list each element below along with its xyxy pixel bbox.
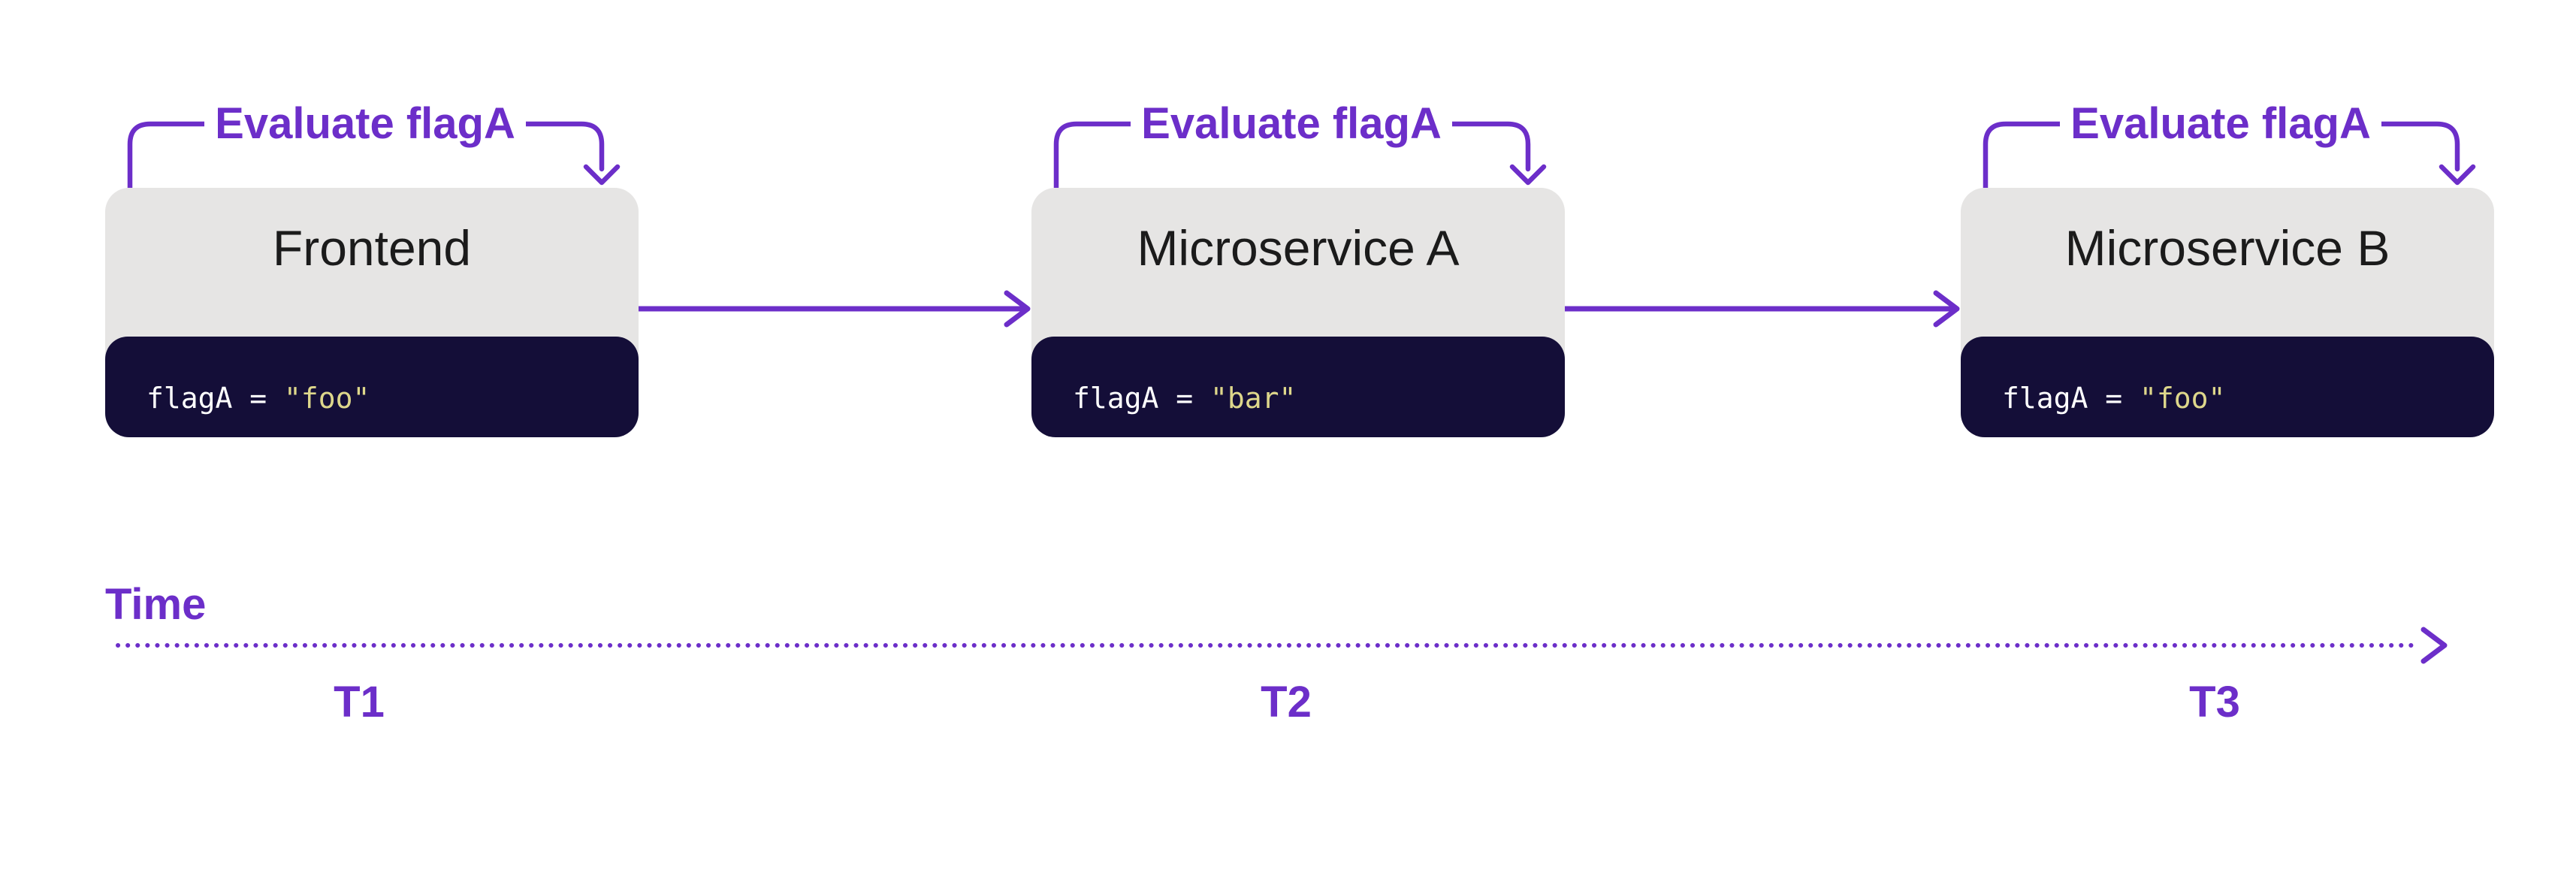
service-name: Frontend (272, 220, 472, 276)
time-tick-t1: T1 (334, 678, 385, 726)
time-tick-t2: T2 (1261, 678, 1312, 726)
service-name: Microservice A (1137, 220, 1460, 276)
service-card-frontend: Frontend flagA = "foo" (105, 188, 639, 437)
bracket-arrow-down-icon (2381, 121, 2476, 186)
flag-code-var: flagA = (1073, 382, 1211, 415)
service-name: Microservice B (2064, 220, 2390, 276)
service-card-microservice-a: Microservice A flagA = "bar" (1031, 188, 1565, 437)
annotation-frontend: Evaluate flagA (105, 99, 639, 188)
flag-code: flagA = "bar" (1031, 337, 1565, 437)
flag-code-value: "foo" (284, 382, 370, 415)
evaluate-flag-label: Evaluate flagA (1141, 99, 1442, 148)
time-tick-t3: T3 (2189, 678, 2240, 726)
time-axis-dotted-arrow-icon (116, 627, 2448, 664)
bracket-left-icon (127, 121, 205, 188)
flag-code-var: flagA = (2002, 382, 2140, 415)
flag-code: flagA = "foo" (1961, 337, 2494, 437)
flag-code-value: "bar" (1210, 382, 1297, 415)
flow-arrow-right-icon (639, 290, 1031, 328)
bracket-arrow-down-icon (1451, 121, 1547, 186)
bracket-arrow-down-icon (525, 121, 621, 186)
flag-code: flagA = "foo" (105, 337, 639, 437)
annotation-microservice-a: Evaluate flagA (1031, 99, 1565, 188)
flag-code-var: flagA = (146, 382, 285, 415)
evaluate-flag-label: Evaluate flagA (2070, 99, 2371, 148)
flag-code-value: "foo" (2140, 382, 2226, 415)
evaluate-flag-label: Evaluate flagA (215, 99, 515, 148)
service-card-microservice-b: Microservice B flagA = "foo" (1961, 188, 2494, 437)
bracket-left-icon (1983, 121, 2061, 188)
bracket-left-icon (1053, 121, 1131, 188)
annotation-microservice-b: Evaluate flagA (1961, 99, 2494, 188)
flow-arrow-right-icon (1565, 290, 1960, 328)
time-axis-label: Time (105, 580, 207, 629)
